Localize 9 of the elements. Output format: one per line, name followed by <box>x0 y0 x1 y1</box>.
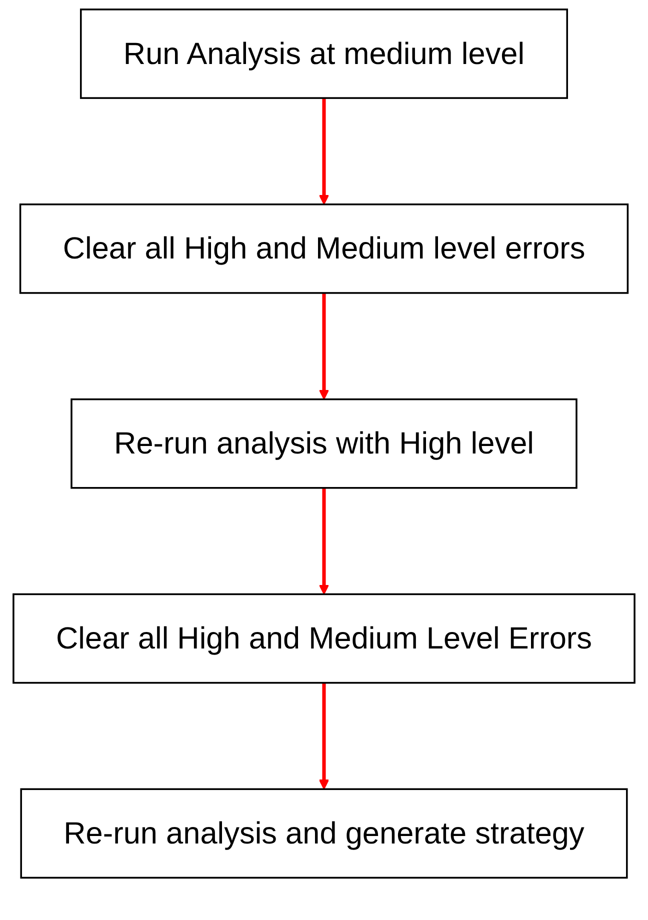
arrow <box>318 488 330 595</box>
node-box: Clear all High and Medium level errors <box>19 203 629 294</box>
node-box: Re-run analysis with High level <box>70 398 578 489</box>
arrow <box>318 98 330 205</box>
arrow <box>318 682 330 790</box>
node-box: Clear all High and Medium Level Errors <box>12 593 636 684</box>
node-box: Re-run analysis and generate strategy <box>20 788 628 879</box>
arrow <box>318 292 330 400</box>
node-box: Run Analysis at medium level <box>80 8 568 99</box>
